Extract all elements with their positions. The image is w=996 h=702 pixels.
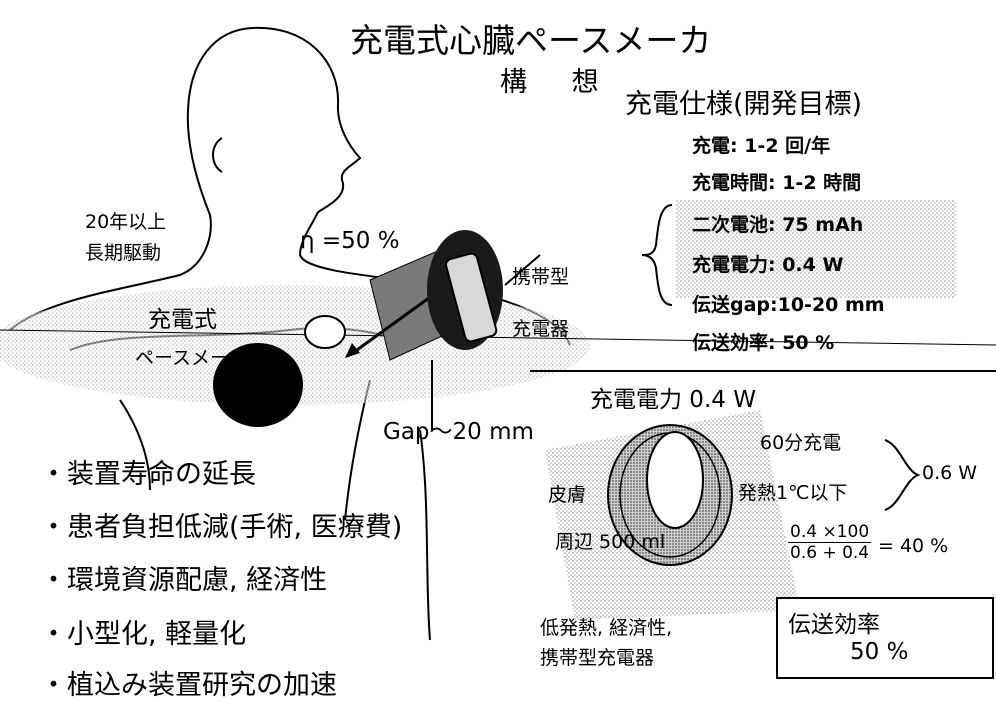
gap-label: Gap〜20 mm [383, 419, 534, 445]
heart-shape [213, 343, 303, 427]
benefit-item: ・小型化, 軽量化 [40, 619, 247, 650]
heat-label: 発熱1℃以下 [738, 482, 848, 504]
efficiency-eta-label: η =50 % [300, 228, 400, 254]
page-title: 充電式心臓ペースメーカ [350, 21, 712, 60]
long-term-label-2: 長期駆動 [85, 242, 162, 264]
feature-label-1: 低発熱, 経済性, [540, 617, 673, 639]
gap-arrow [349, 288, 441, 357]
charger-label-1: 携帯型 [512, 266, 570, 288]
charger-label-2: 充電器 [512, 318, 570, 340]
benefit-item: ・患者負担低減(手術, 医療費) [40, 512, 403, 543]
efficiency-box-title: 伝送効率 [788, 612, 880, 638]
benefit-item: ・装置寿命の延長 [40, 459, 256, 490]
benefit-item: ・環境資源配慮, 経済性 [40, 565, 328, 596]
spec-heading: 充電仕様(開発目標) [625, 89, 863, 120]
pacemaker-label-1: 充電式 [148, 307, 217, 333]
coil-inner [646, 431, 704, 529]
power-bracket [884, 439, 921, 511]
long-term-label-1: 20年以上 [85, 211, 167, 233]
skin-label: 皮膚 [548, 484, 587, 506]
spec-item: 充電: 1-2 回/年 [692, 135, 831, 157]
spec-highlight [676, 200, 956, 298]
feature-label-2: 携帯型充電器 [540, 647, 655, 669]
pacemaker-label-2: ペースメーカ [135, 347, 249, 369]
formula-result: = 40 % [878, 535, 949, 557]
coil-power-title: 充電電力 0.4 W [590, 387, 756, 413]
efficiency-box: 伝送効率 50 % [776, 597, 994, 679]
spec-item: 充電電力: 0.4 W [692, 254, 844, 276]
spec-item: 伝送gap:10-20 mm [692, 294, 885, 316]
efficiency-box-value: 50 % [850, 639, 909, 665]
spec-item: 充電時間: 1-2 時間 [692, 172, 862, 194]
chest-line [0, 329, 996, 346]
efficiency-formula: 0.4 ×100 0.6 + 0.4 [788, 522, 872, 563]
formula-numerator: 0.4 ×100 [788, 522, 872, 543]
pacemaker-device [304, 315, 346, 349]
spec-bracket [641, 204, 673, 306]
formula-denominator: 0.6 + 0.4 [790, 543, 870, 563]
total-power-label: 0.6 W [922, 462, 978, 484]
page-subtitle: 構 想 [500, 67, 617, 98]
surround-volume-label: 周辺 500 ml [555, 531, 666, 553]
spec-item: 二次電池: 75 mAh [692, 214, 864, 236]
spec-item: 伝送効率: 50 % [692, 332, 835, 354]
benefit-item: ・植込み装置研究の加速 [40, 670, 337, 701]
charge-duration-label: 60分充電 [760, 432, 842, 454]
